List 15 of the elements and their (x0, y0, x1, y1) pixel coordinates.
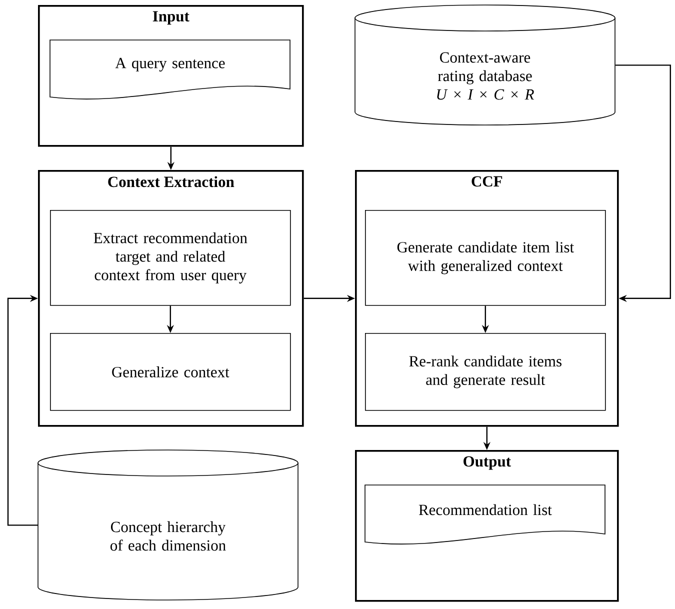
panel-heading: Output (464, 456, 511, 470)
node-label: Context-aware rating database (438, 52, 532, 84)
process-box: Re-rank candidate items and generate result (365, 333, 606, 411)
panel-heading: CCF (472, 176, 502, 187)
process-box: Generate candidate item list with generalized context (365, 210, 606, 306)
node-label: U × I × C × R (437, 89, 534, 100)
process-box: Extract recommendation target and related context from user query (50, 210, 291, 306)
arrow (615, 64, 671, 302)
panel-heading: Input (152, 11, 190, 25)
database-cylinder: Concept hierarchy of each dimension (38, 450, 298, 600)
arrow (7, 294, 38, 526)
database-cylinder: Context-aware rating database U × I × C × R (354, 4, 616, 126)
process-box: Generalize context (50, 333, 291, 411)
node-label: Concept hierarchy of each dimension (110, 521, 226, 551)
panel-heading: Context Extraction (108, 176, 234, 188)
